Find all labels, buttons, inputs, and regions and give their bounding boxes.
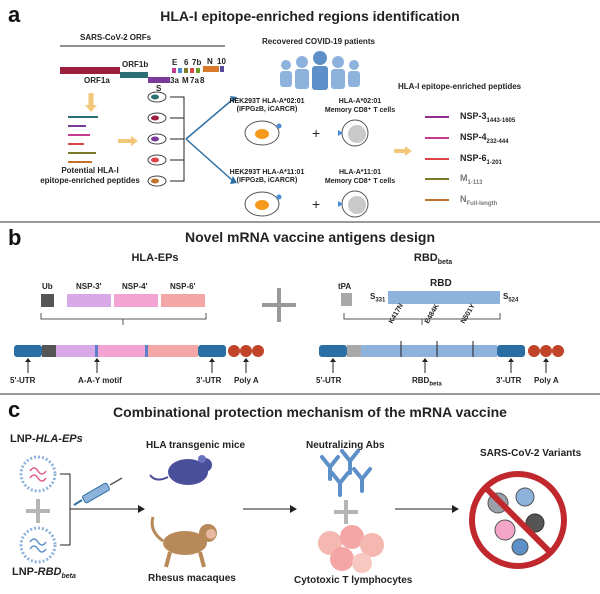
patients-icon xyxy=(280,51,360,90)
lnp-rbd-beta-label: LNP-RBDbeta xyxy=(12,566,76,581)
utr5-box-2 xyxy=(319,345,347,357)
panel-b-graphics xyxy=(14,288,564,373)
cell-line-1: HEK293T HLA-A*02:01 xyxy=(229,98,305,105)
orf-label-m: M xyxy=(182,76,189,85)
utr3-label-2: 3'-UTR xyxy=(496,376,522,385)
orf-label-7a: 7a xyxy=(190,76,199,85)
nsp6-box xyxy=(161,294,205,307)
utr3-label-1: 3'-UTR xyxy=(196,376,222,385)
hek293t-cell-icon-1 xyxy=(244,120,282,146)
tcell-2: HLA-A*11:01 xyxy=(338,169,381,176)
potential-label-line2: epitope-enriched peptides xyxy=(40,176,140,185)
variants-prohibited-icon xyxy=(469,471,567,569)
orf-label-7b: 7b xyxy=(192,58,202,67)
rbd-beta-title: RBDbeta xyxy=(413,252,453,267)
orf-label-3a: 3a xyxy=(170,76,179,85)
separator-b-c xyxy=(0,393,600,395)
utr5-label-2: 5'-UTR xyxy=(316,376,342,385)
panel-b-title: Novel mRNA vaccine antigens design xyxy=(185,229,435,245)
patients-label: Recovered COVID-19 patients xyxy=(262,37,375,46)
utr5-box-1 xyxy=(14,345,42,357)
orf-label-orf1b: ORF1b xyxy=(122,60,149,69)
peptide-n: NFull-length xyxy=(460,194,498,207)
nsp3-box xyxy=(67,294,111,307)
tubes-icon xyxy=(147,91,167,187)
nsp3-label: NSP-3' xyxy=(76,282,102,291)
rbd-beta-label: RBDbeta xyxy=(412,376,442,388)
macaque-icon xyxy=(150,516,217,568)
nsp4-label: NSP-4' xyxy=(122,282,148,291)
separator-a-b xyxy=(0,221,600,223)
peptide-m: M1-113 xyxy=(460,173,483,186)
panel-b-letter: b xyxy=(8,225,22,250)
enriched-label: HLA-I epitope-enriched peptides xyxy=(398,82,522,91)
utr5-label-1: 5'-UTR xyxy=(10,376,36,385)
orf-label-8: 8 xyxy=(200,76,205,85)
nsp6-label: NSP-6' xyxy=(170,282,196,291)
rbd-box xyxy=(388,291,500,304)
hla-eps-title: HLA-EPs xyxy=(131,252,179,264)
panel-a-title: HLA-I epitope-enriched regions identific… xyxy=(160,8,460,24)
cd8-tcell-icon-2 xyxy=(338,190,369,218)
orf-label-n: N xyxy=(207,57,213,66)
lnp-hla-eps-label: LNP-HLA-EPs xyxy=(10,433,83,445)
s-end-label: S524 xyxy=(503,292,519,304)
peptide-nsp6: NSP-61-201 xyxy=(460,153,502,166)
panel-a-letter: a xyxy=(8,2,21,27)
hek293t-cell-icon-2 xyxy=(244,191,282,217)
aay-label: A-A-Y motif xyxy=(78,376,122,385)
orf-label-orf1a: ORF1a xyxy=(84,76,110,85)
cell-line-2-sub: (IFPGzB, iCARCR) xyxy=(236,177,298,184)
panel-a-graphics: + + xyxy=(60,45,449,218)
tpa-label: tPA xyxy=(338,282,352,291)
antibodies-icon xyxy=(320,449,372,497)
orfs-label: SARS-CoV-2 ORFs xyxy=(80,33,152,42)
s-start-label: S331 xyxy=(370,292,386,304)
lnp-hla-eps-icon xyxy=(19,455,57,493)
rbd-box-label: RBD xyxy=(430,278,452,289)
cell-line-1-sub: (IFPGzB, iCARCR) xyxy=(236,106,298,113)
potential-label-line1: Potential HLA-I xyxy=(61,166,119,175)
ctl-label: Cytotoxic T lymphocytes xyxy=(294,575,413,586)
cd8-tcell-icon-1 xyxy=(338,119,369,147)
tcell-2-sub: Memory CD8⁺ T cells xyxy=(324,178,396,185)
tpa-box xyxy=(341,293,352,306)
orf-label-e: E xyxy=(172,58,178,67)
utr3-box-1 xyxy=(198,345,226,357)
lnp-rbd-beta-icon xyxy=(19,526,57,564)
t-lymphocytes-icon xyxy=(318,525,384,573)
ub-label: Ub xyxy=(42,282,53,291)
polya-label-2: Poly A xyxy=(534,376,559,385)
peptide-nsp4: NSP-4232-444 xyxy=(460,132,509,145)
mice-label: HLA transgenic mice xyxy=(146,440,246,451)
orf-label-s: S xyxy=(156,84,162,93)
peptide-nsp3: NSP-31443-1605 xyxy=(460,111,516,124)
ub-box xyxy=(41,294,54,307)
plus-row-1: + xyxy=(312,125,320,141)
panel-c-letter: c xyxy=(8,397,21,422)
panel-c-graphics xyxy=(19,449,567,573)
orf-label-6: 6 xyxy=(184,58,189,67)
tcell-1-sub: Memory CD8⁺ T cells xyxy=(324,107,396,114)
panel-c-title: Combinational protection mechanism of th… xyxy=(113,404,507,420)
nsp4-box xyxy=(114,294,158,307)
plus-row-2: + xyxy=(312,196,320,212)
syringe-icon xyxy=(73,477,123,506)
orf1a-bar xyxy=(60,67,120,74)
cell-line-2: HEK293T HLA-A*11:01 xyxy=(229,169,305,176)
orf-label-10: 10 xyxy=(217,57,226,66)
abs-label: Neutralizing Abs xyxy=(306,440,385,451)
mouse-icon xyxy=(149,455,212,485)
tcell-1: HLA-A*02:01 xyxy=(338,98,382,105)
orf1b-bar xyxy=(120,72,148,78)
macaques-label: Rhesus macaques xyxy=(148,573,236,584)
variants-label: SARS-CoV-2 Variants xyxy=(480,448,582,459)
polya-label-1: Poly A xyxy=(234,376,259,385)
s-bar xyxy=(148,77,170,83)
utr3-box-2 xyxy=(497,345,525,357)
